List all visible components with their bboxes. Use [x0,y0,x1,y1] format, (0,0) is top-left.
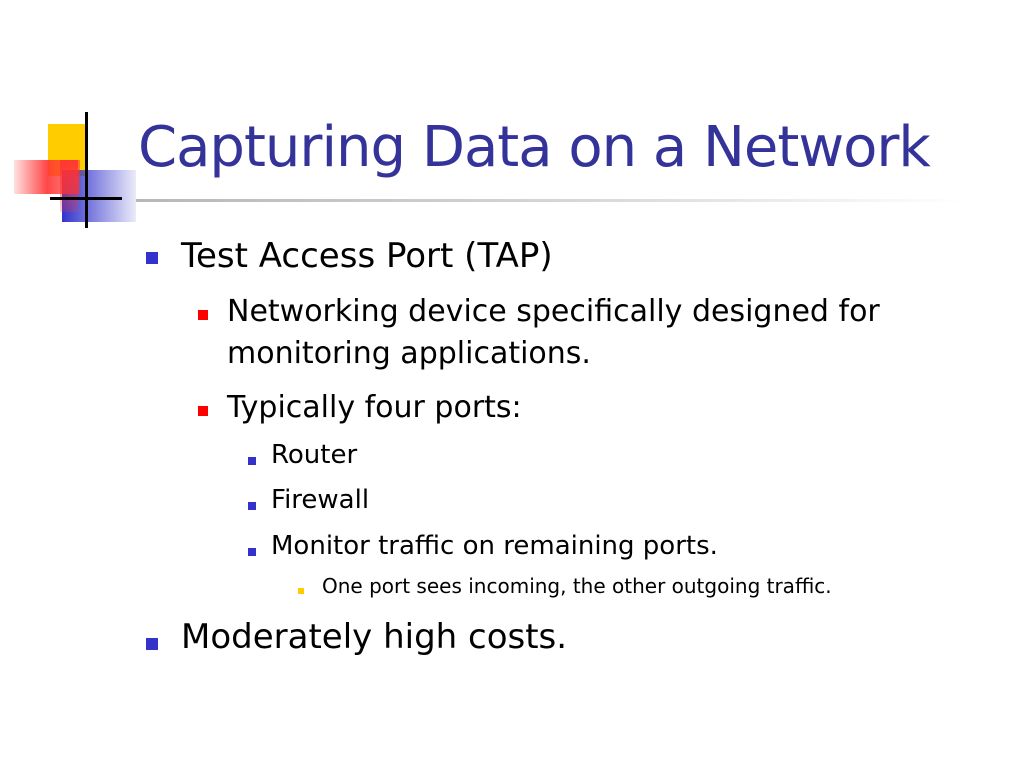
bullet-level1-costs: Moderately high costs. [181,617,568,657]
bullet-marker-level2 [198,310,208,320]
decorative-logo [14,112,136,228]
bullet-level2-four-ports: Typically four ports: [227,390,522,425]
bullet-level3-router: Router [271,440,358,470]
bullet-marker-level1 [146,252,158,264]
slide-title: Capturing Data on a Network [138,115,931,180]
bullet-marker-level3 [248,502,256,510]
bullet-level2-networking-line1: Networking device specifically designed … [227,294,880,329]
bullet-marker-level1 [146,638,158,650]
logo-black-horizontal [50,197,122,200]
bullet-level3-firewall: Firewall [271,485,370,515]
logo-black-vertical [85,112,88,228]
bullet-level3-monitor: Monitor traffic on remaining ports. [271,531,718,561]
title-underline [136,199,966,202]
bullet-marker-level2 [198,406,208,416]
bullet-marker-level4 [298,588,304,594]
bullet-level2-networking-line2: monitoring applications. [227,336,591,371]
bullet-level4-one-port: One port sees incoming, the other outgoi… [322,574,832,598]
bullet-marker-level3 [248,457,256,465]
bullet-marker-level3 [248,548,256,556]
bullet-level1-tap: Test Access Port (TAP) [181,236,553,276]
